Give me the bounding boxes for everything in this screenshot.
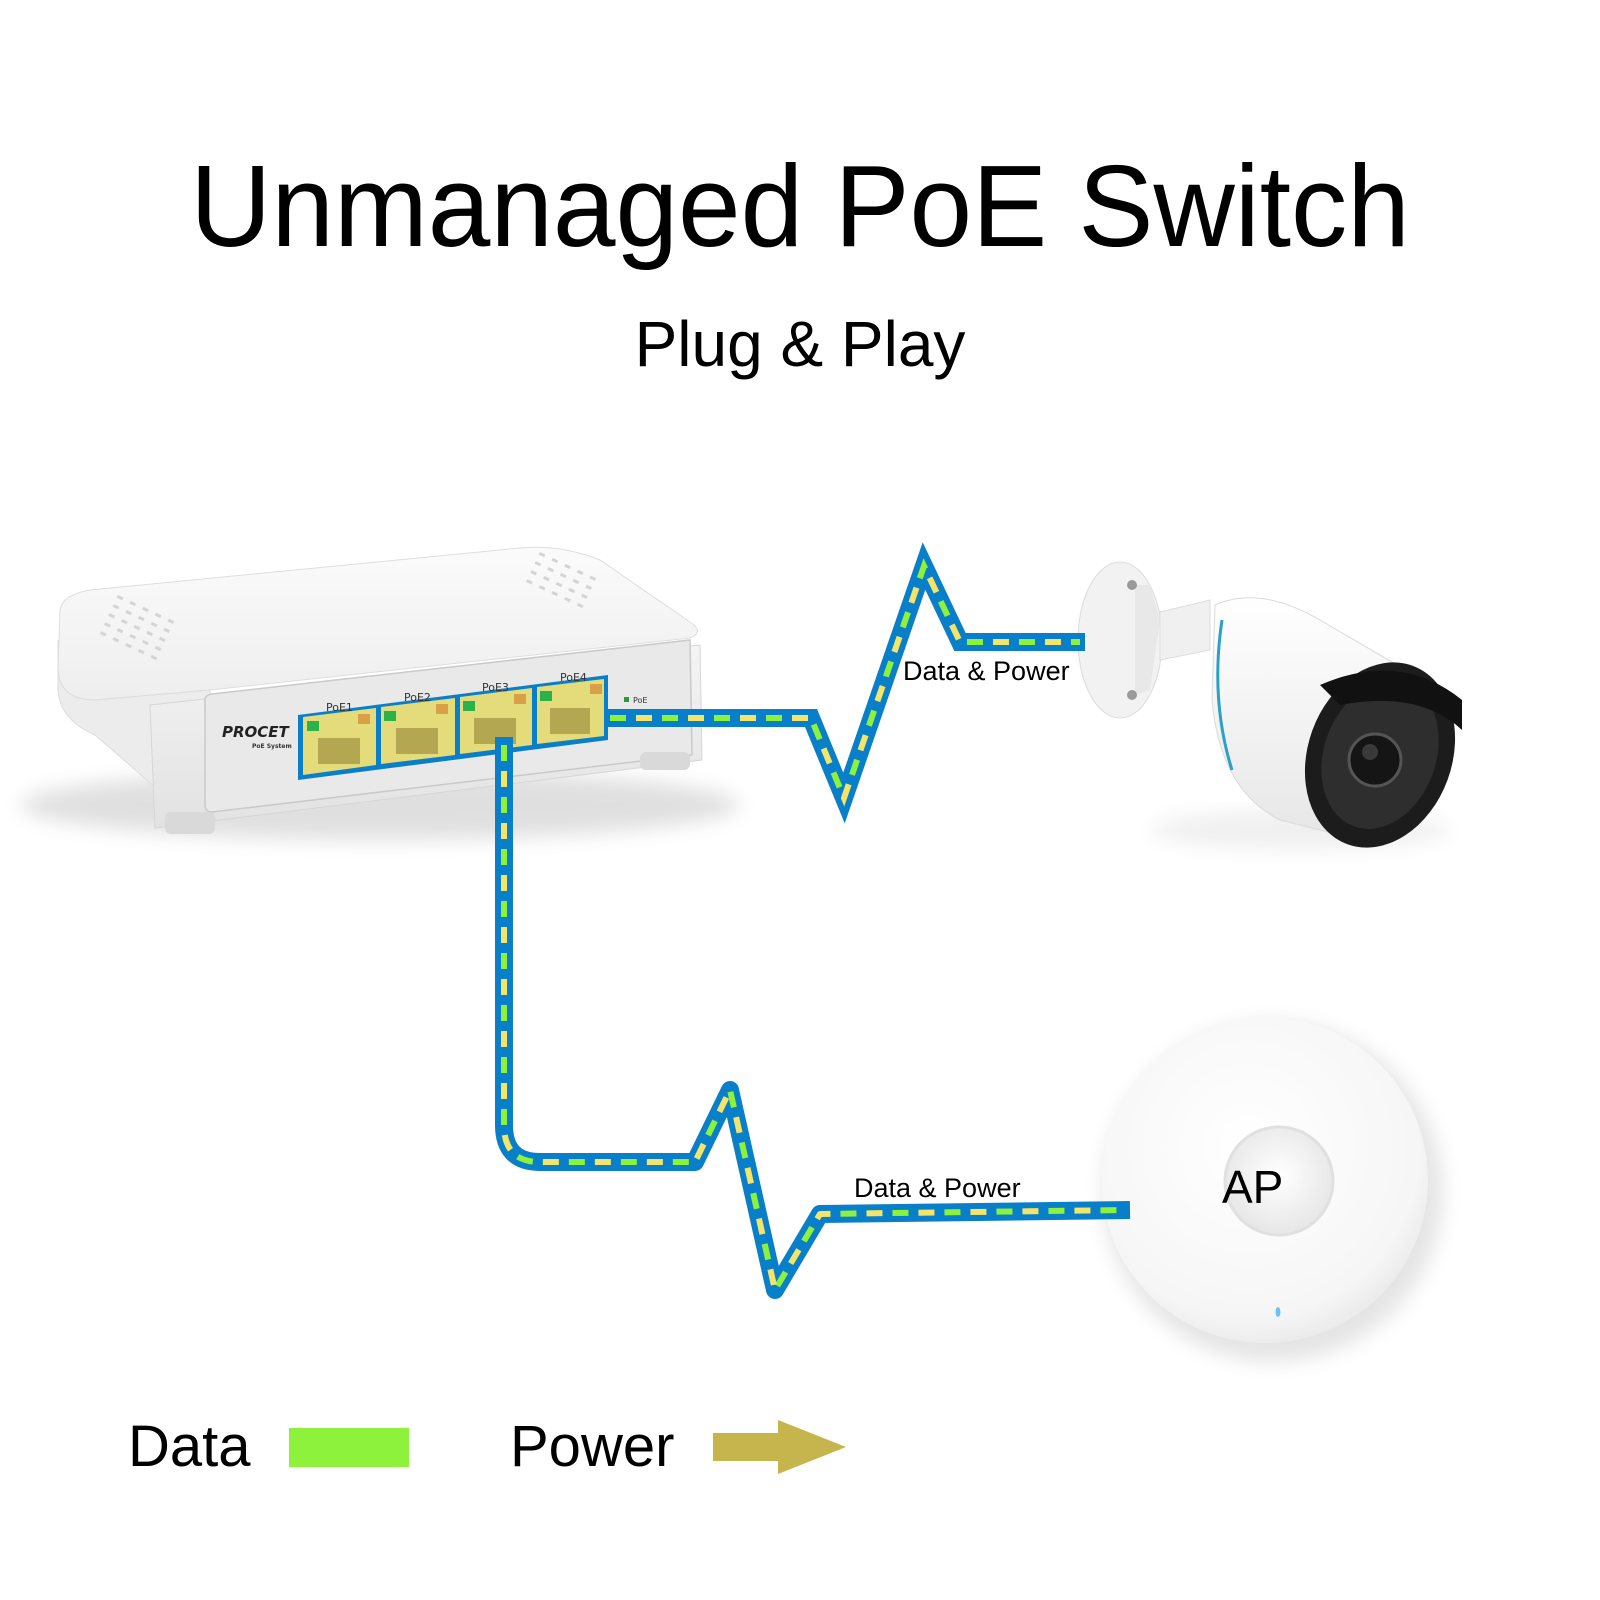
poe-switch: PROCET PoE System PoE1 PoE2 PoE3 PoE4	[20, 546, 740, 840]
page-title: Unmanaged PoE Switch	[190, 141, 1410, 271]
port-label-poe2: PoE2	[404, 691, 431, 704]
page-subtitle: Plug & Play	[634, 308, 966, 380]
legend-data-label: Data	[128, 1414, 251, 1479]
status-led	[1275, 1307, 1281, 1317]
port-label-poe1: PoE1	[326, 701, 353, 714]
port-poe1[interactable]	[303, 708, 376, 775]
cable-to-access-point	[495, 737, 1131, 1299]
ap-device-label: AP	[1222, 1161, 1284, 1213]
camera-link-label: Data & Power	[903, 656, 1070, 686]
poe-indicator-label: PoE	[633, 696, 648, 705]
ap-link-label: Data & Power	[854, 1173, 1021, 1203]
port-poe4[interactable]	[537, 679, 604, 744]
ip-camera	[1077, 561, 1462, 850]
poe-indicator-led	[624, 697, 629, 702]
legend-data-swatch	[289, 1428, 409, 1467]
access-point	[1102, 1017, 1443, 1362]
brand-logo: PROCET	[222, 723, 291, 741]
port-poe2[interactable]	[381, 698, 455, 764]
vent-grille	[99, 552, 597, 661]
port-label-poe4: PoE4	[560, 671, 587, 684]
cable-to-camera	[604, 542, 1085, 824]
brand-subtitle: PoE System	[252, 743, 292, 750]
legend-power-label: Power	[510, 1414, 675, 1479]
port-label-poe3: PoE3	[482, 681, 509, 694]
legend-power-arrow-icon	[713, 1420, 846, 1474]
